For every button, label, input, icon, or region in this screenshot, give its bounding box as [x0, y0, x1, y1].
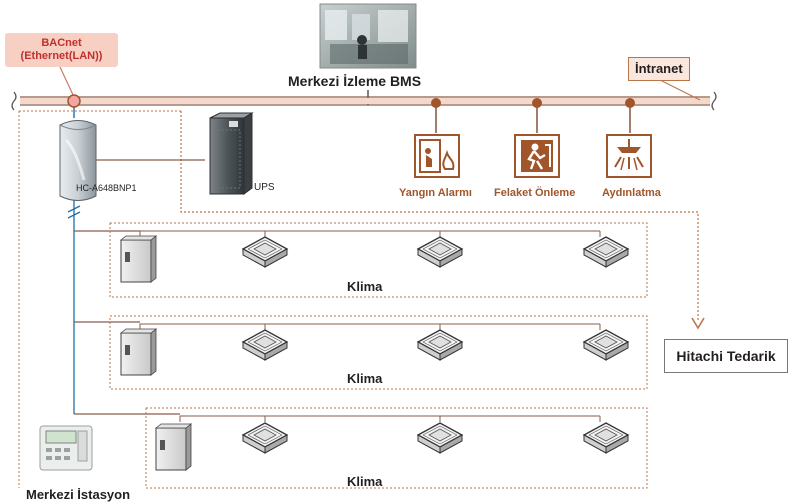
controller-cabinet [59, 120, 97, 201]
hitachi-arrow [691, 317, 705, 330]
klima-label-2: Klima [347, 371, 383, 386]
network-bus [11, 79, 717, 111]
break-mark [67, 205, 81, 213]
ups-unit [209, 112, 254, 195]
bacnet-line1: BACnet [41, 37, 82, 49]
klima-label-3: Klima [347, 474, 383, 489]
bacnet-label: BACnet (Ethernet(LAN)) [5, 33, 118, 67]
bacnet-node [67, 94, 81, 108]
ups-label: UPS [254, 182, 275, 193]
bacnet-pointer [59, 66, 75, 98]
klima-group-1 [74, 222, 648, 298]
klima-group-3 [74, 407, 648, 489]
klima-group-2 [74, 315, 648, 390]
intranet-label: İntranet [628, 57, 690, 81]
bms-room-photo [319, 3, 417, 69]
disaster-prevention-label: Felaket Önleme [494, 187, 576, 199]
controller-label: HC-A648BNP1 [76, 183, 137, 193]
klima-label-1: Klima [347, 279, 383, 294]
fire-alarm-icon [414, 134, 460, 178]
lighting-icon [606, 134, 652, 178]
break-mark [67, 211, 81, 219]
service-drops [431, 98, 635, 133]
lighting-label: Aydınlatma [602, 187, 661, 199]
emergency-exit-icon [514, 134, 560, 178]
central-station-label: Merkezi İstasyon [26, 487, 131, 502]
bacnet-line2: (Ethernet(LAN)) [20, 50, 103, 62]
bms-title: Merkezi İzleme BMS [288, 73, 422, 89]
hitachi-supply-box: Hitachi Tedarik [664, 339, 788, 373]
fire-alarm-label: Yangın Alarmı [399, 187, 472, 199]
hitachi-dotted-link [180, 111, 699, 322]
central-station-remote [39, 425, 93, 471]
